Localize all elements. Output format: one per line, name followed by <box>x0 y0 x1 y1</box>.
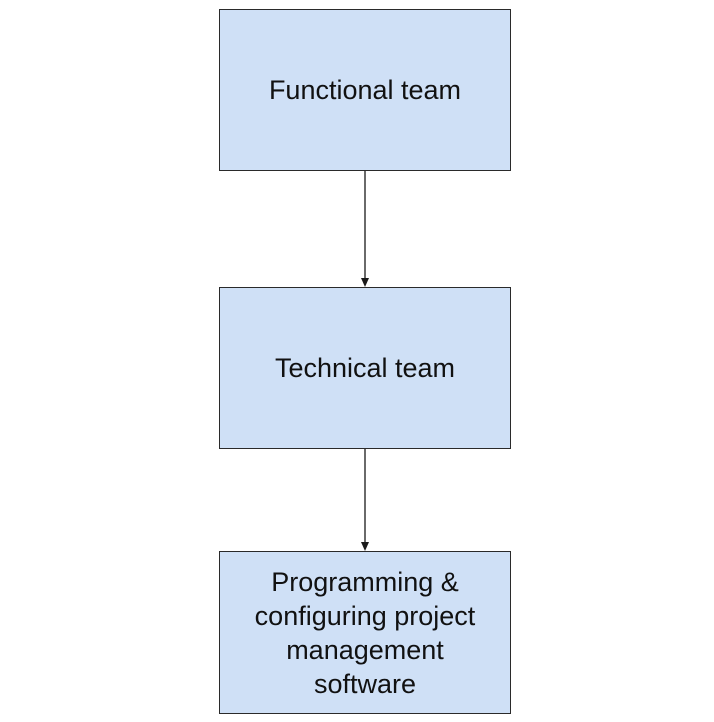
arrow-technical-to-programming <box>361 449 369 551</box>
node-label: Functional team <box>268 75 462 105</box>
node-technical-team: Technical team <box>219 287 511 449</box>
node-programming-software: Programming & configuring project manage… <box>219 551 511 714</box>
node-label: Programming & configuring project manage… <box>254 566 476 699</box>
node-functional-team: Functional team <box>219 9 511 171</box>
node-label: Technical team <box>274 353 456 383</box>
arrow-functional-to-technical <box>361 171 369 287</box>
